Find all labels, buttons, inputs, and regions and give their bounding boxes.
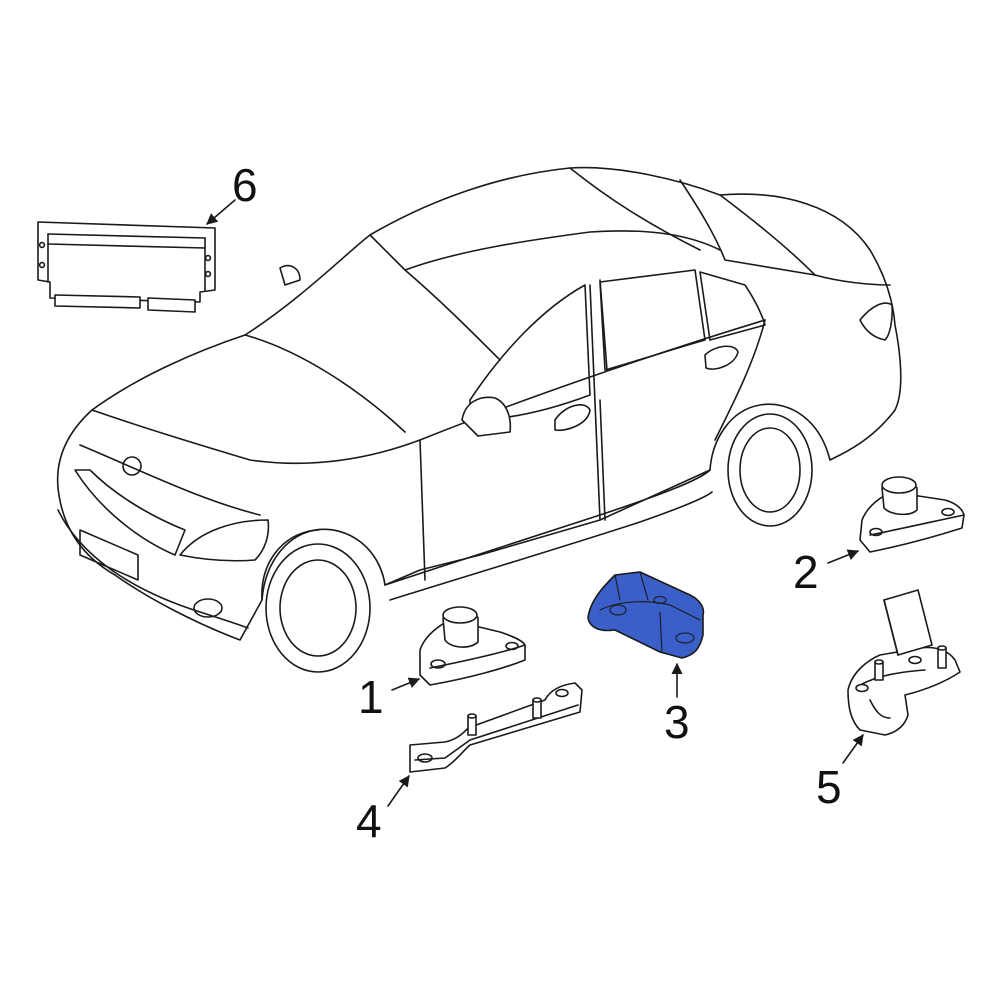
part-2-sensor[interactable] <box>859 476 965 553</box>
callout-1[interactable]: 1 <box>358 671 384 723</box>
callout-2[interactable]: 2 <box>793 546 819 598</box>
callout-6[interactable]: 6 <box>232 159 258 211</box>
callout-4[interactable]: 4 <box>356 795 382 847</box>
part-3-yaw-rate-sensor[interactable] <box>587 571 705 659</box>
leader-line-2 <box>827 549 860 564</box>
part-4-bracket[interactable] <box>409 682 583 773</box>
leader-line-4 <box>387 775 410 807</box>
part-1-sensor[interactable] <box>419 606 526 686</box>
leader-line-5 <box>842 734 864 764</box>
sedan-car-illustration <box>56 166 902 673</box>
part-6-control-module[interactable] <box>37 221 216 313</box>
leader-line-6 <box>206 199 236 225</box>
callout-leaders <box>206 199 864 807</box>
callout-5[interactable]: 5 <box>816 761 842 813</box>
part-5-mount[interactable] <box>847 589 961 736</box>
part-3-body <box>587 571 705 659</box>
callout-3[interactable]: 3 <box>664 696 690 748</box>
leader-line-1 <box>391 677 421 691</box>
callout-labels: 1 2 3 4 5 6 <box>232 159 842 847</box>
emblem-icon <box>122 456 142 476</box>
